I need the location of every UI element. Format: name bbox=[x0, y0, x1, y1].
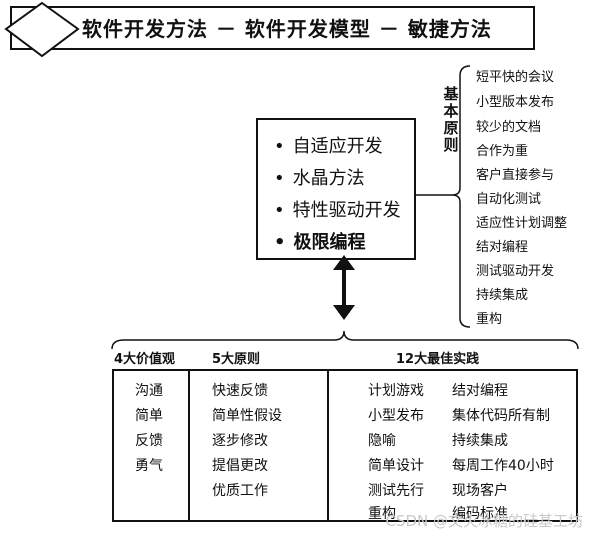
principle-item: 合作为重 bbox=[476, 144, 529, 159]
principle-item: 结对编程 bbox=[476, 240, 529, 255]
principle-item: 客户直接参与 bbox=[476, 168, 555, 183]
principle-rule: 提倡更改 bbox=[212, 458, 268, 474]
column-divider bbox=[327, 369, 329, 522]
xp-table bbox=[112, 369, 578, 522]
practice-item: 集体代码所有制 bbox=[452, 408, 550, 424]
principle-item: 自动化测试 bbox=[476, 192, 542, 207]
principle-rule: 逐步修改 bbox=[212, 433, 268, 449]
principles-header: 5大原则 bbox=[212, 352, 261, 367]
practice-item: 简单设计 bbox=[368, 458, 424, 474]
practice-item: 结对编程 bbox=[452, 383, 508, 399]
principle-item: 测试驱动开发 bbox=[476, 264, 555, 279]
practice-item: 持续集成 bbox=[452, 433, 508, 449]
principle-item: 持续集成 bbox=[476, 288, 529, 303]
practices-header: 12大最佳实践 bbox=[396, 352, 480, 367]
practice-item: 编码标准 bbox=[452, 506, 508, 522]
practice-item: 隐喻 bbox=[368, 433, 396, 449]
value-item: 沟通 bbox=[135, 383, 163, 399]
values-header: 4大价值观 bbox=[114, 352, 176, 367]
principle-item: 短平快的会议 bbox=[476, 70, 555, 85]
practice-item: 测试先行 bbox=[368, 483, 424, 499]
column-divider bbox=[188, 369, 190, 522]
principle-item: 小型版本发布 bbox=[476, 95, 555, 110]
practice-item: 计划游戏 bbox=[368, 383, 424, 399]
principle-rule: 快速反馈 bbox=[212, 383, 268, 399]
practice-item: 现场客户 bbox=[452, 483, 508, 499]
value-item: 勇气 bbox=[135, 458, 163, 474]
basic-principles-label: 基本原则 bbox=[443, 85, 459, 154]
principle-item: 适应性计划调整 bbox=[476, 216, 568, 231]
practice-item: 重构 bbox=[368, 506, 396, 522]
watermark: CSDN @文火冰糖的硅基工坊 bbox=[385, 512, 583, 530]
value-item: 简单 bbox=[135, 408, 163, 424]
method-item: 自适应开发 bbox=[274, 132, 383, 158]
method-item: 特性驱动开发 bbox=[274, 196, 401, 222]
practice-item: 每周工作40小时 bbox=[452, 458, 554, 474]
method-item-xp: 极限编程 bbox=[274, 228, 366, 254]
method-item: 水晶方法 bbox=[274, 164, 365, 190]
principle-rule: 简单性假设 bbox=[212, 408, 282, 424]
practice-item: 小型发布 bbox=[368, 408, 424, 424]
page-title: 软件开发方法 － 软件开发模型 － 敏捷方法 bbox=[82, 17, 492, 41]
principle-rule: 优质工作 bbox=[212, 483, 268, 499]
agile-methods-box: 自适应开发 水晶方法 特性驱动开发 极限编程 bbox=[256, 118, 416, 260]
principle-item: 较少的文档 bbox=[476, 120, 542, 135]
diamond-icon bbox=[4, 1, 80, 58]
value-item: 反馈 bbox=[135, 433, 163, 449]
principle-item: 重构 bbox=[476, 312, 503, 327]
